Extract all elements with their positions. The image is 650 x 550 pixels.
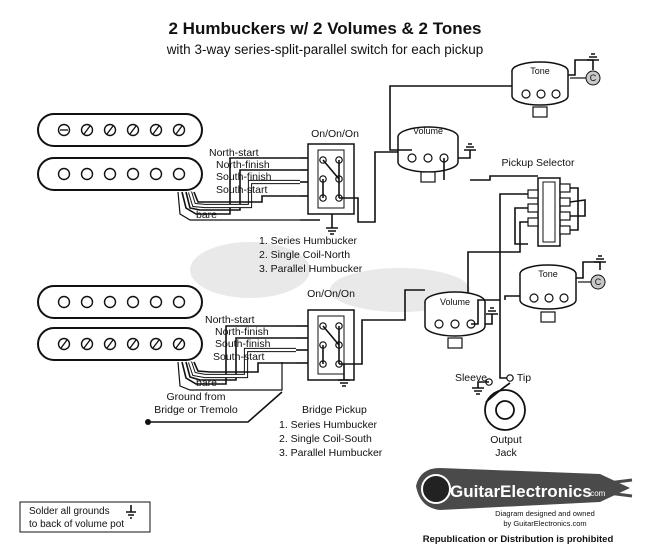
neck-positions: 1. Series Humbucker 2. Single Coil-North… bbox=[259, 235, 363, 275]
neck-tone-pot bbox=[511, 53, 599, 118]
neck-volume-pot bbox=[397, 126, 476, 183]
guitarelectronics-logo bbox=[416, 468, 633, 510]
neck-position-3: 3. Parallel Humbucker bbox=[259, 263, 363, 275]
jack-label-2: Jack bbox=[495, 447, 517, 459]
page-title: 2 Humbuckers w/ 2 Volumes & 2 Tones bbox=[168, 19, 481, 38]
neck-humbucker bbox=[37, 113, 203, 191]
bridge-volume-label: Volume bbox=[440, 297, 470, 307]
bridge-slug-poles bbox=[57, 295, 186, 309]
bridge-ground-wire bbox=[145, 391, 283, 425]
neck-wire-north-finish: North-finish bbox=[216, 159, 270, 171]
logo-credit-1: Diagram designed and owned bbox=[495, 509, 595, 518]
neck-wire-labels: North-start North-finish South-finish So… bbox=[196, 147, 272, 221]
jack-tip-label: Tip bbox=[517, 372, 531, 384]
jack-sleeve-label: Sleeve bbox=[455, 372, 487, 384]
bridge-wire-bare: bare bbox=[196, 377, 217, 389]
neck-position-1: 1. Series Humbucker bbox=[259, 235, 358, 247]
bridge-tone-label: Tone bbox=[538, 269, 558, 279]
bridge-humbucker bbox=[37, 285, 203, 361]
neck-wire-north-start: North-start bbox=[209, 147, 259, 159]
bridge-tone-pot bbox=[504, 255, 606, 323]
output-jack bbox=[472, 374, 526, 431]
bridge-screw-poles bbox=[57, 337, 186, 351]
neck-tone-label: Tone bbox=[530, 66, 550, 76]
neck-tone-capacitor bbox=[570, 70, 601, 86]
logo-notice: Republication or Distribution is prohibi… bbox=[423, 534, 614, 545]
pickup-selector-switch bbox=[467, 175, 586, 379]
neck-position-2: 2. Single Coil-North bbox=[259, 249, 350, 261]
bridge-switch-label: On/On/On bbox=[307, 288, 355, 300]
bridge-position-1: 1. Series Humbucker bbox=[279, 419, 378, 431]
neck-mode-switch bbox=[307, 143, 400, 235]
neck-switch-label: On/On/On bbox=[311, 128, 359, 140]
neck-capacitor-mark: C bbox=[590, 73, 597, 83]
bridge-pickup-leads bbox=[177, 325, 310, 391]
bridge-mode-switch bbox=[307, 289, 425, 387]
logo-domain: .com bbox=[588, 489, 606, 498]
bridge-wire-north-finish: North-finish bbox=[215, 326, 269, 338]
neck-volume-label: Volume bbox=[413, 126, 443, 136]
bridge-capacitor-mark: C bbox=[595, 277, 602, 287]
neck-wire-south-start: South-start bbox=[216, 184, 267, 196]
note-line-2: to back of volume pot bbox=[29, 519, 124, 530]
page-subtitle: with 3-way series-split-parallel switch … bbox=[166, 42, 484, 57]
bridge-tone-capacitor bbox=[578, 274, 606, 290]
bridge-wire-north-start: North-start bbox=[205, 314, 255, 326]
logo-brand: GuitarElectronics bbox=[450, 482, 592, 501]
bridge-wire-south-finish: South-finish bbox=[215, 338, 271, 350]
bridge-positions: 1. Series Humbucker 2. Single Coil-South… bbox=[279, 419, 383, 459]
pickup-selector-label: Pickup Selector bbox=[502, 157, 575, 169]
ground-note bbox=[19, 501, 151, 533]
neck-wire-south-finish: South-finish bbox=[216, 171, 272, 183]
neck-wire-bare: bare bbox=[196, 209, 217, 221]
bridge-volume-pot bbox=[424, 291, 500, 349]
note-line-1: Solder all grounds bbox=[29, 506, 110, 517]
ground-line-2: Bridge or Tremolo bbox=[154, 404, 238, 416]
bridge-position-2: 2. Single Coil-South bbox=[279, 433, 372, 445]
jack-label-1: Output bbox=[490, 434, 522, 446]
bridge-position-3: 3. Parallel Humbucker bbox=[279, 447, 383, 459]
neck-screw-poles bbox=[57, 123, 186, 137]
logo-credit-2: by GuitarElectronics.com bbox=[503, 519, 586, 528]
bridge-caption: Bridge Pickup bbox=[302, 404, 367, 416]
ground-line-1: Ground from bbox=[167, 391, 226, 403]
neck-slug-poles bbox=[57, 167, 186, 181]
bridge-wire-labels: North-start North-finish South-finish So… bbox=[196, 314, 271, 389]
bridge-wire-south-start: South-start bbox=[213, 351, 264, 363]
